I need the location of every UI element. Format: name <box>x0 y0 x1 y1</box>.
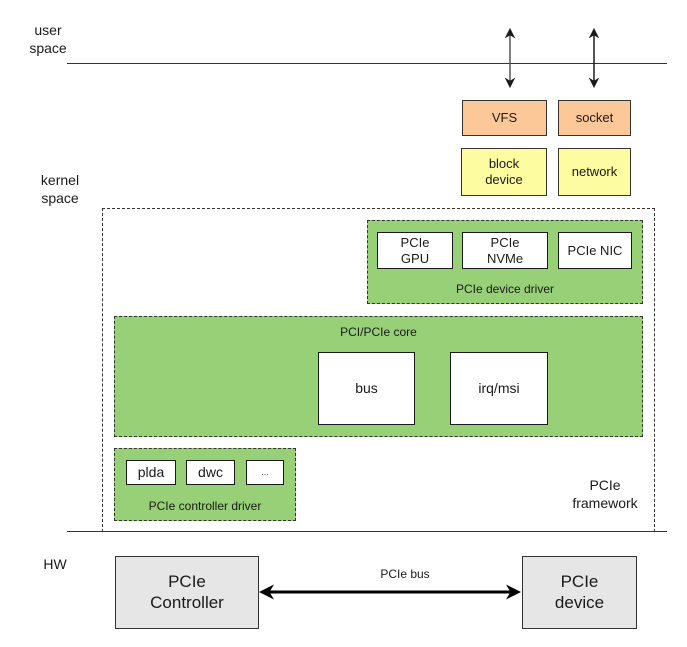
pcie-controller-driver-label: PCIe controller driver <box>148 499 262 513</box>
block-device-label: block device <box>485 156 523 187</box>
vfs-label: VFS <box>491 110 518 126</box>
pci-core-label: PCI/PCIe core <box>340 325 417 339</box>
block-device-box: block device <box>461 148 547 196</box>
socket-box: socket <box>558 100 631 136</box>
irq-msi-box: irq/msi <box>450 352 548 425</box>
pcie-framework-container <box>102 208 655 532</box>
more-controllers-box: ... <box>246 460 284 485</box>
dwc-box: dwc <box>186 460 235 485</box>
pcie-nvme-box: PCIe NVMe <box>462 232 548 269</box>
socket-label: socket <box>575 110 614 126</box>
pcie-gpu-label: PCIe GPU <box>400 234 430 266</box>
vfs-box: VFS <box>462 100 547 136</box>
user-kernel-boundary-line <box>67 63 667 64</box>
plda-label: plda <box>137 464 165 481</box>
bus-label: bus <box>355 380 378 397</box>
bus-box: bus <box>318 352 415 425</box>
pcie-controller-box: PCIe Controller <box>115 556 259 629</box>
hw-label: HW <box>43 556 67 572</box>
pcie-nic-label: PCIe NIC <box>567 242 623 258</box>
irq-msi-label: irq/msi <box>478 380 520 397</box>
more-controllers-label: ... <box>261 467 269 478</box>
pcie-gpu-box: PCIe GPU <box>377 232 453 269</box>
plda-box: plda <box>126 460 176 485</box>
pcie-framework-label: PCIe framework <box>572 477 638 511</box>
pcie-controller-label: PCIe Controller <box>150 572 224 612</box>
dwc-label: dwc <box>198 464 223 481</box>
pcie-device-driver-label: PCIe device driver <box>455 282 555 296</box>
pcie-nvme-label: PCIe NVMe <box>486 234 524 266</box>
pcie-device-box: PCIe device <box>522 556 637 629</box>
kernel-space-label: kernel space <box>40 172 80 206</box>
network-label: network <box>571 164 618 180</box>
network-box: network <box>558 148 631 196</box>
user-space-label: user space <box>29 22 67 56</box>
pcie-nic-box: PCIe NIC <box>558 232 632 269</box>
pcie-bus-label: PCIe bus <box>380 567 430 581</box>
pcie-device-label: PCIe device <box>554 572 605 612</box>
